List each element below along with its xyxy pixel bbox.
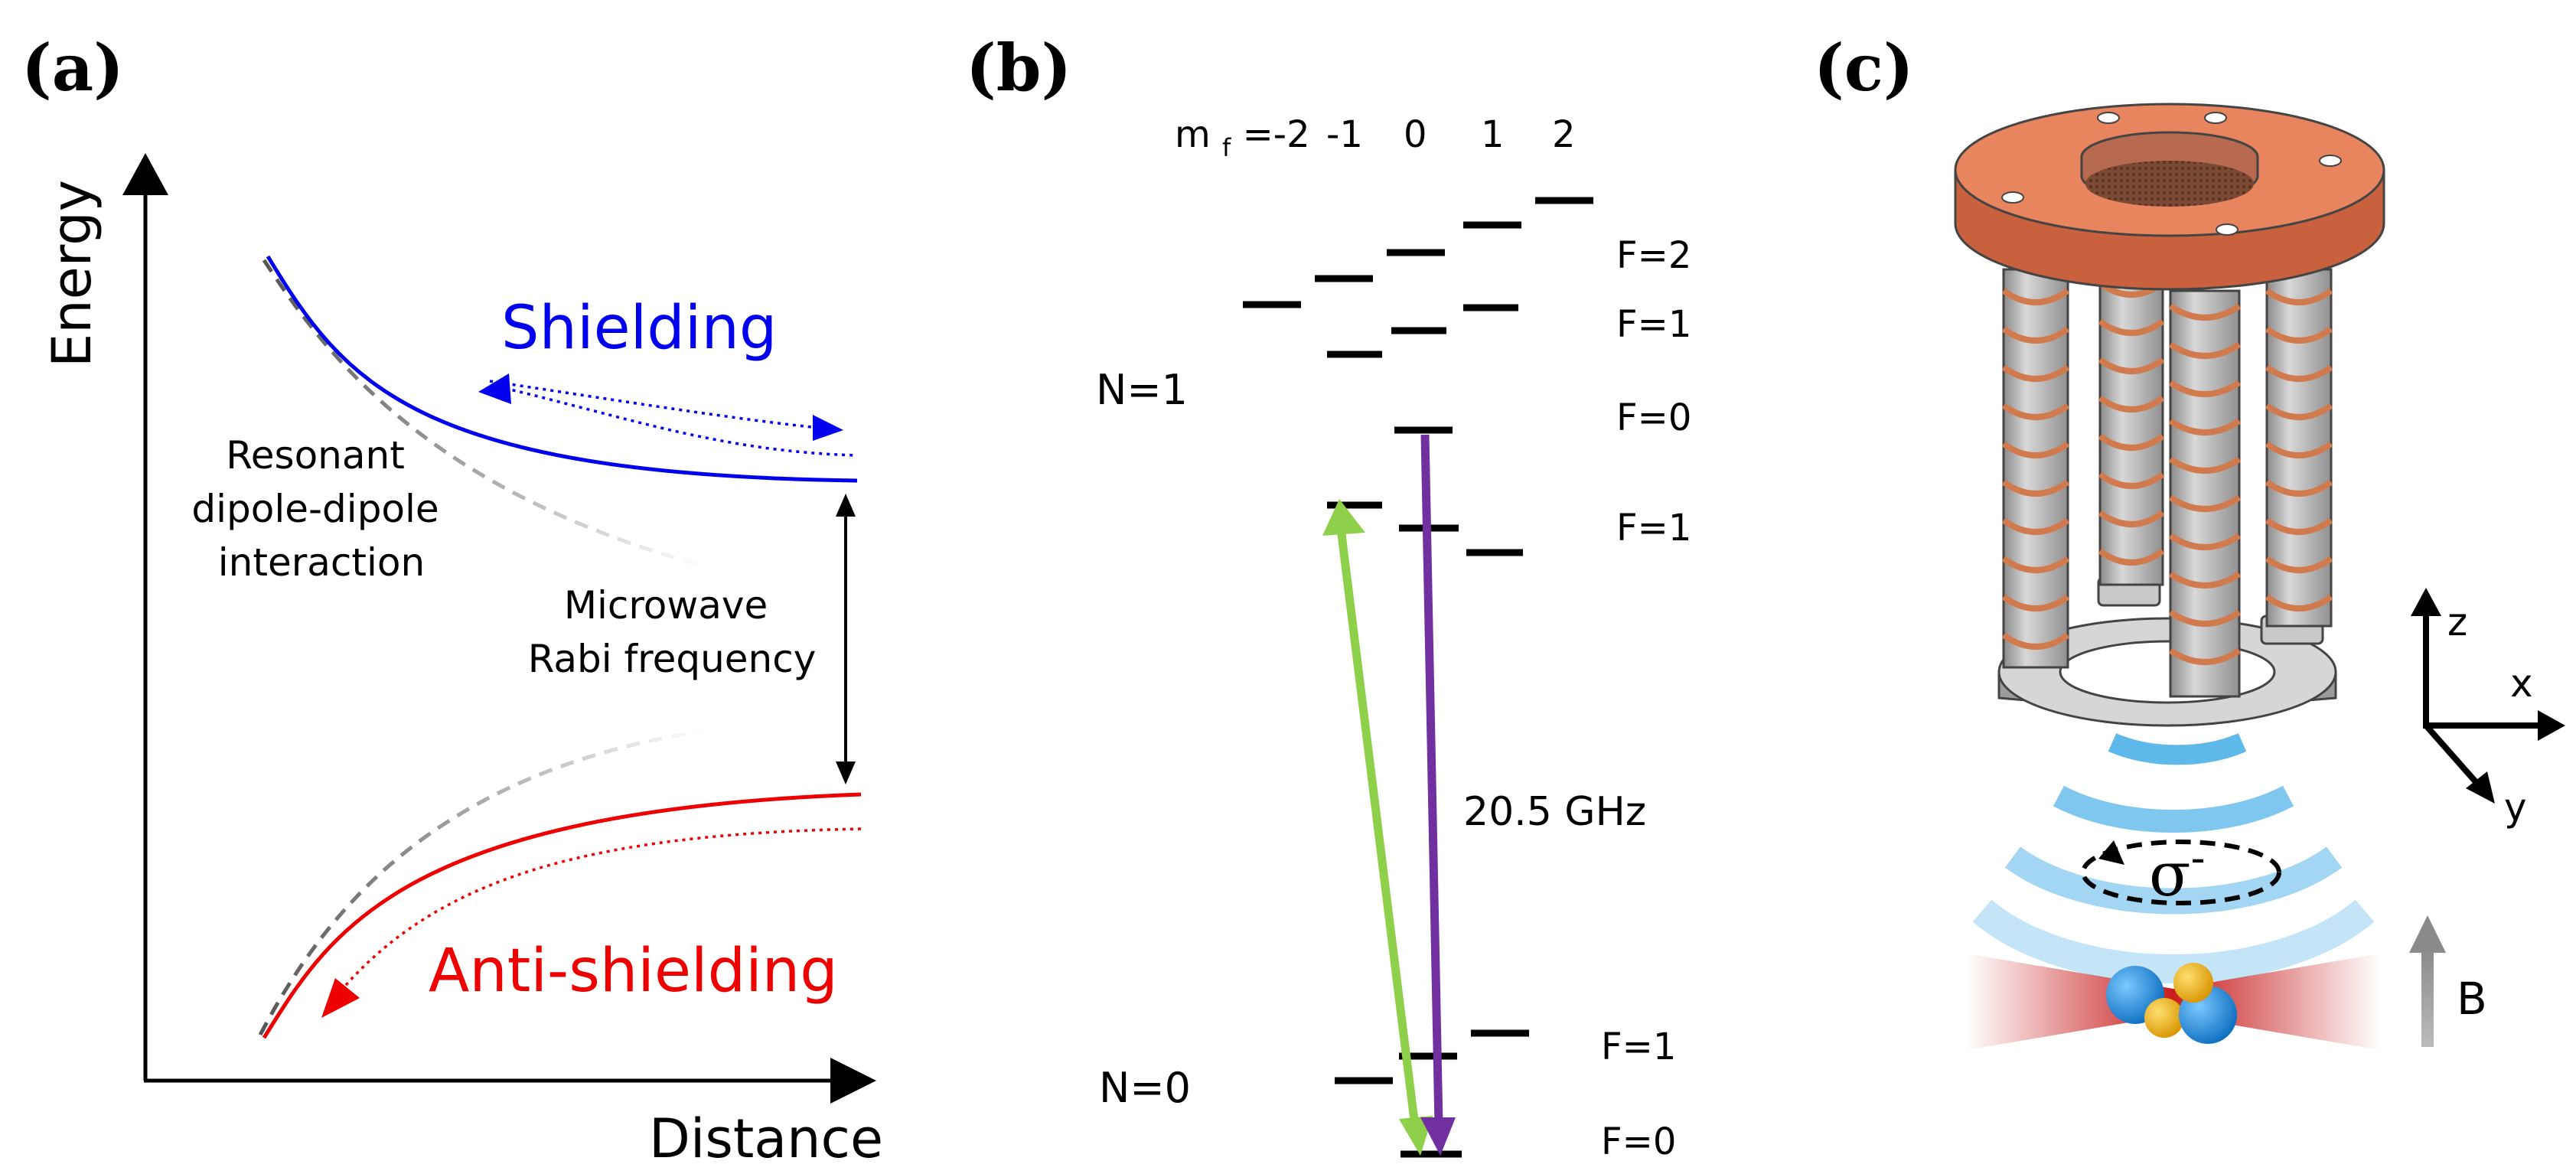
atom-yellow-1: [2144, 998, 2184, 1038]
rod-back-center: [2098, 268, 2164, 586]
panel-label-c: (c): [1814, 30, 1914, 106]
coordinate-axes: z x y: [2411, 588, 2565, 830]
purple-transition-arrow: [1420, 434, 1443, 1126]
wave-1: [2108, 733, 2247, 765]
x-axis-label: x: [2510, 661, 2533, 706]
resonant-label: Resonant dipole-dipole interaction: [191, 433, 451, 585]
green-arrowhead-top: [1322, 499, 1365, 536]
mf-value-0: 0: [1404, 113, 1427, 156]
shielding-dotted-curve: [497, 385, 858, 457]
resonant-line-1: Resonant: [226, 433, 405, 478]
green-transition-arrow: [1336, 527, 1420, 1133]
z-axis-label: z: [2447, 600, 2467, 644]
n1-levels: [1243, 197, 1593, 556]
sigma-superscript: -: [2191, 833, 2206, 883]
resonant-dashed-lower: [258, 729, 705, 1036]
wave-3: [2004, 846, 2343, 915]
purple-arrowhead: [1420, 1117, 1456, 1156]
sigma-symbol: σ: [2149, 839, 2191, 910]
f-label-f0: F=0: [1616, 396, 1691, 439]
tweezer-beam-right: [2173, 954, 2380, 1050]
atom-yellow-2: [2173, 963, 2213, 1003]
z-arrowhead: [2411, 588, 2441, 616]
y-axis-label: y: [2504, 785, 2527, 830]
y-arrowhead: [2466, 771, 2495, 804]
panel-a: (a) Energy Distance Shielding Anti-shiel…: [21, 30, 883, 1170]
rabi-line-2: Rabi frequency: [528, 637, 817, 681]
green-arrowhead-bottom: [1399, 1116, 1433, 1156]
distance-axis-label: Distance: [649, 1107, 883, 1170]
n0-label: N=0: [1099, 1064, 1191, 1112]
mesh-window: [2085, 161, 2254, 207]
mf-first: =-2: [1243, 113, 1310, 156]
y-axis: [2424, 723, 2480, 787]
anti-shielding-curve: [262, 792, 862, 1039]
f-label-f1-upper: F=1: [1616, 303, 1691, 346]
shielding-arrowhead-right: [813, 415, 843, 441]
anti-shielding-arrowhead: [321, 978, 360, 1018]
mf-subscript: f: [1222, 133, 1231, 162]
panel-label-a: (a): [21, 30, 124, 106]
resonant-dashed-upper: [262, 259, 705, 569]
rabi-arrowhead-bottom: [836, 761, 856, 784]
coil-left: [2001, 288, 2070, 650]
coil-front: [2168, 303, 2242, 665]
shielding-label: Shielding: [501, 294, 777, 363]
f-label-n0-f0: F=0: [1601, 1120, 1676, 1163]
anti-shielding-label: Anti-shielding: [429, 937, 838, 1006]
mf-value-1: 1: [1481, 113, 1505, 156]
coil-right: [2265, 288, 2333, 611]
shielding-dotted-forward: [489, 380, 827, 430]
resonant-line-2: dipole-dipole: [191, 487, 439, 531]
tweezer-beam-left: [1967, 954, 2173, 1050]
energy-axis-arrowhead: [122, 153, 168, 195]
panel-c: (c): [1814, 30, 2565, 1050]
polarization-ellipse: [2081, 840, 2281, 905]
coil-windings: [2001, 280, 2333, 665]
B-arrow-shaft: [2421, 947, 2434, 1047]
rabi-label: Microwave Rabi frequency: [528, 583, 817, 681]
polarization-arrowhead: [2098, 840, 2124, 865]
anti-shielding-dotted-curve: [339, 827, 862, 993]
f-label-n0-f1: F=1: [1601, 1026, 1676, 1068]
B-label: B: [2457, 973, 2487, 1025]
rod-front: [2169, 289, 2241, 698]
top-copper-plate: [1954, 103, 2385, 291]
mf-value-2: 2: [1552, 113, 1576, 156]
coil-back-center: [2098, 280, 2165, 566]
panel-label-b: (b): [966, 30, 1071, 106]
distance-axis-arrowhead: [830, 1058, 876, 1104]
energy-axis-label: Energy: [41, 180, 103, 367]
f-label-f1-lower: F=1: [1616, 507, 1691, 549]
B-arrowhead: [2409, 915, 2446, 953]
mf-prefix: m: [1175, 113, 1211, 156]
shielding-arrowhead-left: [478, 373, 511, 404]
wave-4: [1972, 899, 2375, 983]
sigma-label: σ-: [2149, 833, 2206, 910]
rabi-line-1: Microwave: [564, 583, 768, 628]
f-label-f2: F=2: [1616, 234, 1691, 277]
mf-value-minus1: -1: [1326, 113, 1363, 156]
molecules: [2106, 963, 2237, 1044]
x-arrowhead: [2538, 710, 2565, 741]
wave-2: [2053, 785, 2294, 833]
shielding-curve: [266, 255, 858, 483]
n1-label: N=1: [1096, 366, 1188, 414]
panel-b: (b) m f =-2 -1 0 1 2: [966, 30, 1691, 1163]
resonant-line-3: interaction: [218, 540, 425, 585]
rabi-arrowhead-top: [836, 494, 856, 517]
frequency-label: 20.5 GHz: [1463, 789, 1646, 835]
mf-header: m f =-2: [1175, 113, 1310, 165]
microwave-wavefronts: [1972, 733, 2375, 983]
